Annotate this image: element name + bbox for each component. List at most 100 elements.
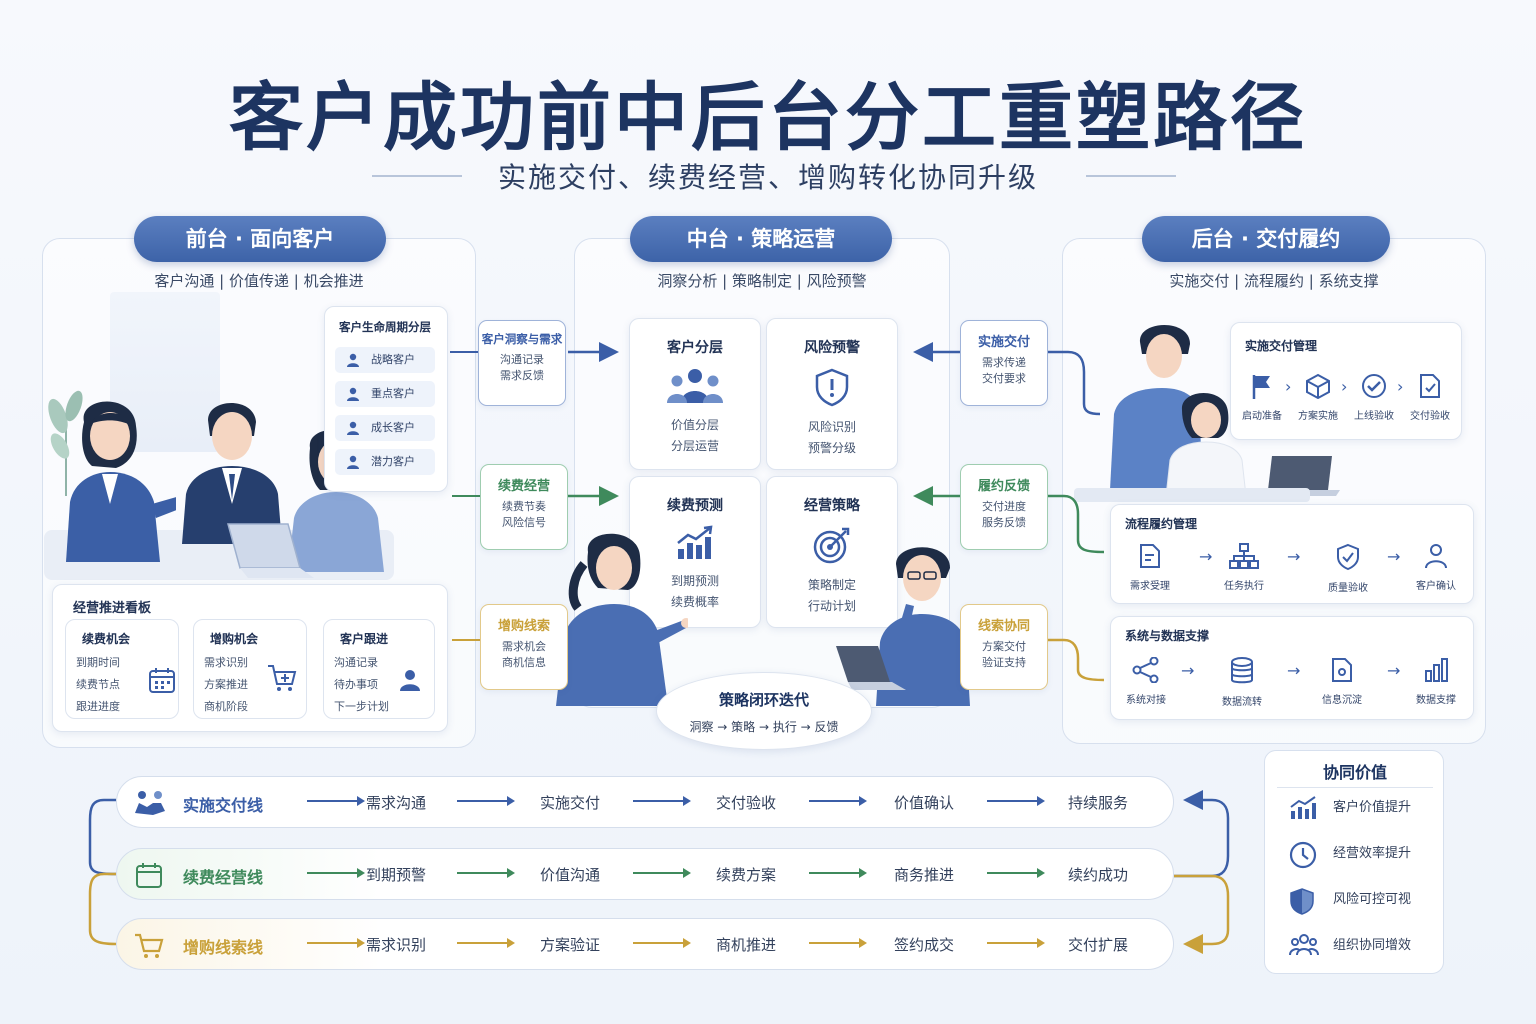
system-step-datasupport[interactable]: 数据支撑 (1401, 657, 1471, 706)
lifecycle-item-key[interactable]: 重点客户 (335, 381, 435, 407)
delivery-line-row[interactable]: 实施交付线 需求沟通 实施交付 交付验收 价值确认 持续服务 (116, 776, 1174, 828)
line-step: 商务推进 (893, 866, 954, 884)
board-card-title: 增购机会 (210, 632, 259, 646)
person-woman-left-illustration (66, 401, 176, 562)
package-icon (1306, 373, 1330, 399)
line-arrow (633, 868, 691, 878)
step-arrow: → (1287, 661, 1301, 680)
line-arrow (307, 796, 365, 806)
renewal-line-row[interactable]: 续费经营线 到期预警 价值沟通 续费方案 商务推进 续约成功 (116, 848, 1174, 900)
person-man-thinking-illustration (876, 547, 970, 706)
bar-chart-icon (1425, 658, 1448, 682)
step-label: 上线验收 (1354, 411, 1394, 422)
system-title: 系统与数据支撑 (1125, 629, 1210, 643)
middle-card-segmentation[interactable]: 客户分层 价值分层分层运营 (629, 318, 761, 470)
delivery-step-accept[interactable]: 交付验收 (1399, 373, 1461, 422)
connector-title: 实施交付 (977, 335, 1030, 350)
value-label: 风险可控可视 (1333, 892, 1412, 907)
line-step: 交付扩展 (1067, 936, 1128, 954)
check-circle-icon (1362, 374, 1386, 398)
step-label: 系统对接 (1126, 695, 1166, 706)
middle-pill: 中台 · 策略运营 (630, 216, 892, 262)
board-card-followup[interactable]: 客户跟进 沟通记录 待办事项 下一步计划 (323, 619, 435, 719)
line-step: 续约成功 (1067, 866, 1128, 884)
hierarchy-icon (1229, 543, 1259, 569)
line-step: 续费方案 (715, 866, 776, 884)
line-step: 需求识别 (365, 936, 426, 954)
calendar-icon (149, 668, 175, 693)
middle-card-line: 行动计划 (807, 599, 856, 613)
board-card-title: 客户跟进 (340, 632, 389, 646)
bar-chart-up-icon (677, 525, 713, 559)
step-label: 需求受理 (1130, 581, 1170, 592)
board-line: 需求识别 (204, 656, 248, 669)
system-step-dataflow[interactable]: 数据流转 (1207, 657, 1277, 708)
middle-card-line: 分层运营 (670, 439, 719, 453)
strategy-loop: 策略闭环迭代 洞察 → 策略 → 执行 → 反馈 (656, 672, 872, 750)
flag-icon (1252, 375, 1270, 399)
delivery-step-golive[interactable]: 上线验收 (1343, 373, 1405, 422)
subtitle-row: 实施交付、续费经营、增购转化协同升级 (0, 156, 1536, 196)
connector-delivery[interactable]: 实施交付 需求传递交付要求 (960, 320, 1048, 406)
process-step-quality[interactable]: 质量验收 (1313, 543, 1383, 594)
loop-title: 策略闭环迭代 (718, 691, 809, 709)
connector-line: 商机信息 (502, 656, 546, 669)
shield-alert-icon (815, 368, 849, 407)
delivery-title: 实施交付管理 (1245, 339, 1318, 353)
board-card-renewal[interactable]: 续费机会 到期时间 续费节点 跟进进度 (65, 619, 179, 719)
value-item-risk: 风险可控可视 (1289, 887, 1439, 915)
lifecycle-title: 客户生命周期分层 (339, 320, 431, 334)
middle-card-forecast[interactable]: 续费预测 到期预测续费概率 (629, 476, 761, 628)
step-arrow: → (1181, 661, 1195, 680)
lifecycle-item-growth[interactable]: 成长客户 (335, 415, 435, 441)
process-step-confirm[interactable]: 客户确认 (1401, 543, 1471, 592)
line-step: 到期预警 (365, 866, 426, 884)
delivery-step-implement[interactable]: 方案实施 (1287, 373, 1349, 422)
line-step: 需求沟通 (365, 794, 426, 812)
process-title: 流程履约管理 (1125, 517, 1198, 531)
process-step-execute[interactable]: 任务执行 (1209, 543, 1279, 592)
board-line: 跟进进度 (76, 700, 120, 713)
board-line: 方案推进 (204, 678, 248, 691)
shield-icon (1290, 888, 1314, 915)
middle-card-line: 续费概率 (670, 595, 719, 609)
user-icon (347, 387, 359, 401)
connector-title: 履约反馈 (977, 479, 1030, 494)
lifecycle-item-label: 战略客户 (371, 353, 415, 366)
connector-title: 客户洞察与需求 (481, 332, 563, 346)
connector-insight[interactable]: 客户洞察与需求 沟通记录需求反馈 (478, 320, 566, 406)
lifecycle-item-strategic[interactable]: 战略客户 (335, 347, 435, 373)
user-outline-icon (1425, 544, 1447, 569)
connector-line: 沟通记录 (500, 353, 544, 366)
step-arrow: › (1397, 377, 1404, 396)
middle-card-line: 策略制定 (807, 578, 856, 592)
system-step-archive[interactable]: 信息沉淀 (1307, 657, 1377, 706)
value-title: 协同价值 (1322, 763, 1387, 782)
connector-upsell-lead[interactable]: 增购线索 需求机会商机信息 (480, 604, 568, 690)
middle-card-strategy[interactable]: 经营策略 策略制定行动计划 (766, 476, 898, 628)
delivery-step-start[interactable]: 启动准备 (1231, 373, 1293, 422)
step-label: 启动准备 (1242, 411, 1282, 422)
line-arrow (987, 796, 1045, 806)
plant-icon (48, 390, 83, 496)
middle-card-risk[interactable]: 风险预警 风险识别预警分级 (766, 318, 898, 470)
system-step-integrate[interactable]: 系统对接 (1111, 657, 1181, 706)
page-subtitle: 实施交付、续费经营、增购转化协同升级 (497, 161, 1038, 194)
step-label: 任务执行 (1224, 581, 1264, 592)
upsell-line-row[interactable]: 增购线索线 需求识别 方案验证 商机推进 签约成交 交付扩展 (116, 918, 1174, 970)
process-step-request[interactable]: 需求受理 (1115, 543, 1185, 592)
lifecycle-item-potential[interactable]: 潜力客户 (335, 449, 435, 475)
connector-line: 交付进度 (982, 500, 1026, 513)
connector-feedback[interactable]: 履约反馈 交付进度服务反馈 (960, 464, 1048, 550)
person-icon (400, 670, 420, 691)
board-card-title: 续费机会 (82, 632, 131, 646)
connector-renewal[interactable]: 续费经营 续费节奏风险信号 (480, 464, 568, 550)
line-step: 签约成交 (893, 936, 954, 954)
board-card-upsell[interactable]: 增购机会 需求识别 方案推进 商机阶段 (193, 619, 307, 719)
connector-lead-collab[interactable]: 线索协同 方案交付验证支持 (960, 604, 1048, 690)
line-arrow (809, 938, 867, 948)
line-step: 实施交付 (539, 794, 600, 812)
line-step: 持续服务 (1067, 794, 1128, 812)
back-subtitle: 实施交付 | 流程履约 | 系统支撑 (1169, 272, 1379, 290)
laptop-illustration (227, 523, 314, 578)
